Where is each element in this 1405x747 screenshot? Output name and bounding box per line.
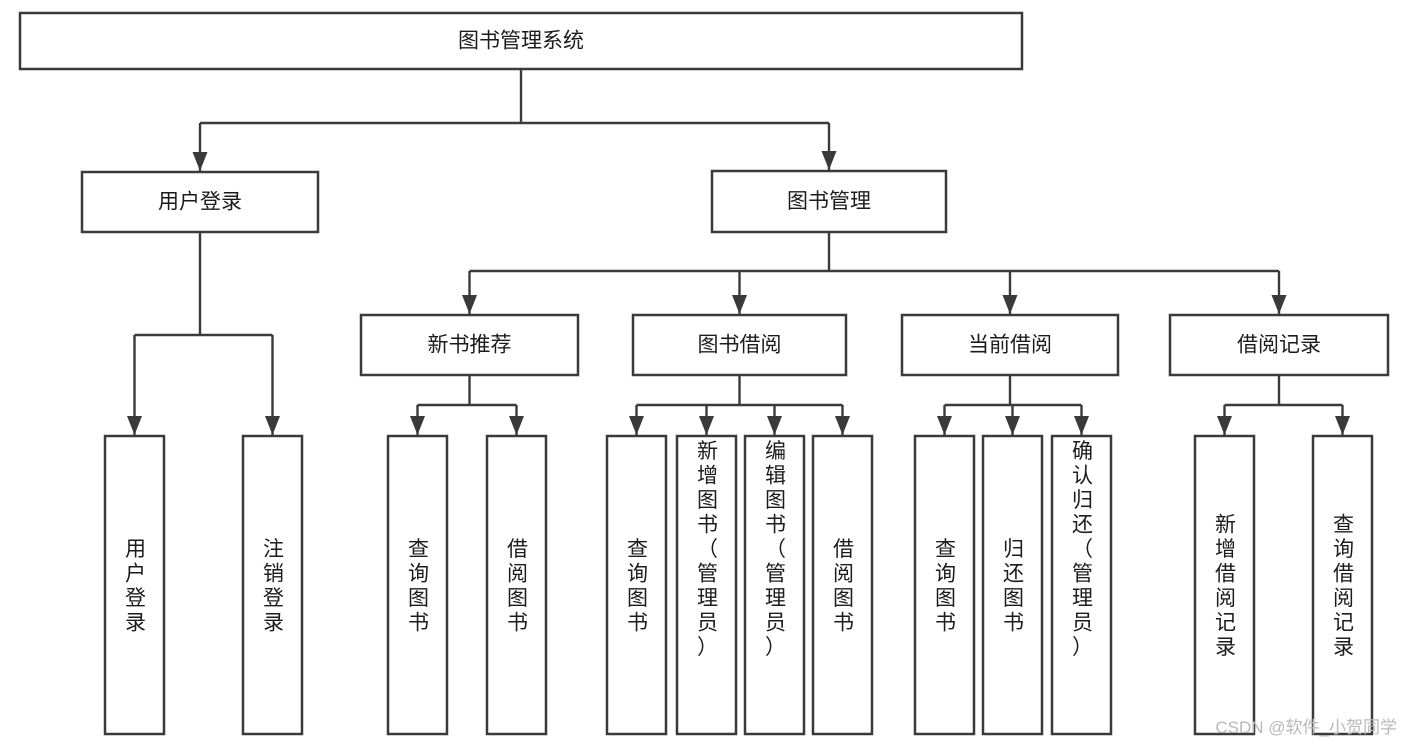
node-label-leaf-confirm-return: 确认归还（管理员） — [1072, 440, 1093, 659]
node-leaf-query-book-rec[interactable]: 查询图书 — [386, 434, 449, 736]
current-borrow-to-leaves-arrow-2 — [1074, 416, 1089, 435]
current-borrow-to-leaves-arrow-0 — [937, 416, 952, 435]
root-to-level2-arrow-0 — [192, 152, 208, 171]
book-manage-to-level3-arrow-0 — [462, 295, 477, 314]
node-label-leaf-add-borrow-record: 新增借阅记录 — [1215, 514, 1236, 660]
node-book-borrow[interactable]: 图书借阅 — [631, 313, 848, 377]
book-manage-to-level3-arrow-2 — [1002, 295, 1018, 314]
node-box-leaf-return-book[interactable] — [981, 434, 1044, 736]
node-box-leaf-query-book-cur[interactable] — [913, 434, 976, 736]
node-leaf-user-login[interactable]: 用户登录 — [103, 434, 166, 736]
node-box-leaf-logout[interactable] — [241, 434, 304, 736]
node-label-leaf-return-book: 归还图书 — [1003, 538, 1024, 635]
book-borrow-to-leaves-arrow-3 — [835, 416, 850, 435]
node-box-leaf-add-borrow-record[interactable] — [1193, 434, 1256, 736]
user-login-to-leaves-arrow-0 — [127, 416, 142, 435]
borrow-record-to-leaves-arrow-0 — [1217, 416, 1232, 435]
node-label-new-book-rec: 新书推荐 — [428, 334, 512, 357]
node-label-leaf-borrow-book-rec: 借阅图书 — [507, 538, 528, 635]
book-borrow-to-leaves-arrow-0 — [629, 416, 644, 435]
node-box-borrow-record[interactable] — [1168, 313, 1390, 377]
node-label-current-borrow: 当前借阅 — [968, 334, 1052, 357]
node-label-leaf-query-borrow-record: 查询借阅记录 — [1333, 514, 1354, 660]
node-box-leaf-query-book-rec[interactable] — [386, 434, 449, 736]
nodes-layer: 图书管理系统用户登录图书管理新书推荐图书借阅当前借阅借阅记录用户登录注销登录查询… — [18, 11, 1390, 736]
node-leaf-add-borrow-record[interactable]: 新增借阅记录 — [1193, 434, 1256, 736]
node-label-leaf-user-login: 用户登录 — [125, 538, 146, 635]
node-box-leaf-borrow-book[interactable] — [811, 434, 874, 736]
node-label-book-borrow: 图书借阅 — [698, 334, 782, 357]
node-leaf-borrow-book-rec[interactable]: 借阅图书 — [485, 434, 548, 736]
node-box-leaf-edit-book[interactable] — [743, 434, 806, 736]
connectors-layer — [127, 69, 1350, 435]
node-box-book-manage[interactable] — [710, 169, 948, 234]
node-label-leaf-add-book: 新增图书（管理员） — [697, 440, 718, 659]
borrow-record-to-leaves-arrow-1 — [1335, 416, 1350, 435]
node-box-leaf-confirm-return[interactable] — [1050, 434, 1113, 736]
node-label-leaf-borrow-book: 借阅图书 — [833, 538, 854, 635]
node-leaf-query-book-borrow[interactable]: 查询图书 — [605, 434, 668, 736]
new-book-rec-to-leaves-arrow-0 — [410, 416, 425, 435]
node-label-leaf-query-book-borrow: 查询图书 — [627, 538, 648, 635]
node-leaf-borrow-book[interactable]: 借阅图书 — [811, 434, 874, 736]
node-user-login[interactable]: 用户登录 — [80, 170, 320, 234]
user-login-to-leaves-arrow-1 — [265, 416, 280, 435]
node-leaf-edit-book[interactable]: 编辑图书（管理员） — [743, 434, 806, 736]
node-label-undefined: 图书管理系统 — [458, 30, 584, 53]
node-label-borrow-record: 借阅记录 — [1237, 334, 1321, 357]
node-box-current-borrow[interactable] — [900, 313, 1120, 377]
node-box-leaf-query-book-borrow[interactable] — [605, 434, 668, 736]
current-borrow-to-leaves-arrow-1 — [1005, 416, 1020, 435]
csdn-watermark: CSDN @软件_小贺同学 — [1215, 718, 1397, 737]
new-book-rec-to-leaves-arrow-1 — [509, 416, 524, 435]
node-book-manage[interactable]: 图书管理 — [710, 169, 948, 234]
root-to-level2-arrow-1 — [821, 151, 837, 170]
node-box-book-borrow[interactable] — [631, 313, 848, 377]
node-new-book-rec[interactable]: 新书推荐 — [359, 313, 580, 377]
node-box-leaf-add-book[interactable] — [675, 434, 738, 736]
book-borrow-to-leaves-arrow-2 — [767, 416, 782, 435]
book-borrow-to-leaves-arrow-1 — [699, 416, 714, 435]
node-leaf-add-book[interactable]: 新增图书（管理员） — [675, 434, 738, 736]
node-label-user-login: 用户登录 — [158, 191, 242, 214]
node-box-leaf-borrow-book-rec[interactable] — [485, 434, 548, 736]
node-leaf-confirm-return[interactable]: 确认归还（管理员） — [1050, 434, 1113, 736]
node-leaf-query-book-cur[interactable]: 查询图书 — [913, 434, 976, 736]
node-undefined[interactable]: 图书管理系统 — [18, 11, 1024, 71]
node-box-leaf-query-borrow-record[interactable] — [1311, 434, 1374, 736]
node-leaf-return-book[interactable]: 归还图书 — [981, 434, 1044, 736]
node-leaf-query-borrow-record[interactable]: 查询借阅记录 — [1311, 434, 1374, 736]
node-leaf-logout[interactable]: 注销登录 — [241, 434, 304, 736]
node-current-borrow[interactable]: 当前借阅 — [900, 313, 1120, 377]
node-label-leaf-edit-book: 编辑图书（管理员） — [765, 440, 786, 659]
node-label-leaf-query-book-rec: 查询图书 — [408, 538, 429, 635]
book-manage-to-level3-arrow-1 — [732, 295, 747, 314]
node-label-leaf-logout: 注销登录 — [263, 538, 284, 635]
node-borrow-record[interactable]: 借阅记录 — [1168, 313, 1390, 377]
book-manage-to-level3-arrow-3 — [1271, 295, 1287, 314]
node-label-leaf-query-book-cur: 查询图书 — [935, 538, 956, 635]
node-label-book-manage: 图书管理 — [787, 190, 871, 213]
node-box-user-login[interactable] — [80, 170, 320, 234]
node-box-undefined[interactable] — [18, 11, 1024, 71]
node-box-leaf-user-login[interactable] — [103, 434, 166, 736]
node-box-new-book-rec[interactable] — [359, 313, 580, 377]
